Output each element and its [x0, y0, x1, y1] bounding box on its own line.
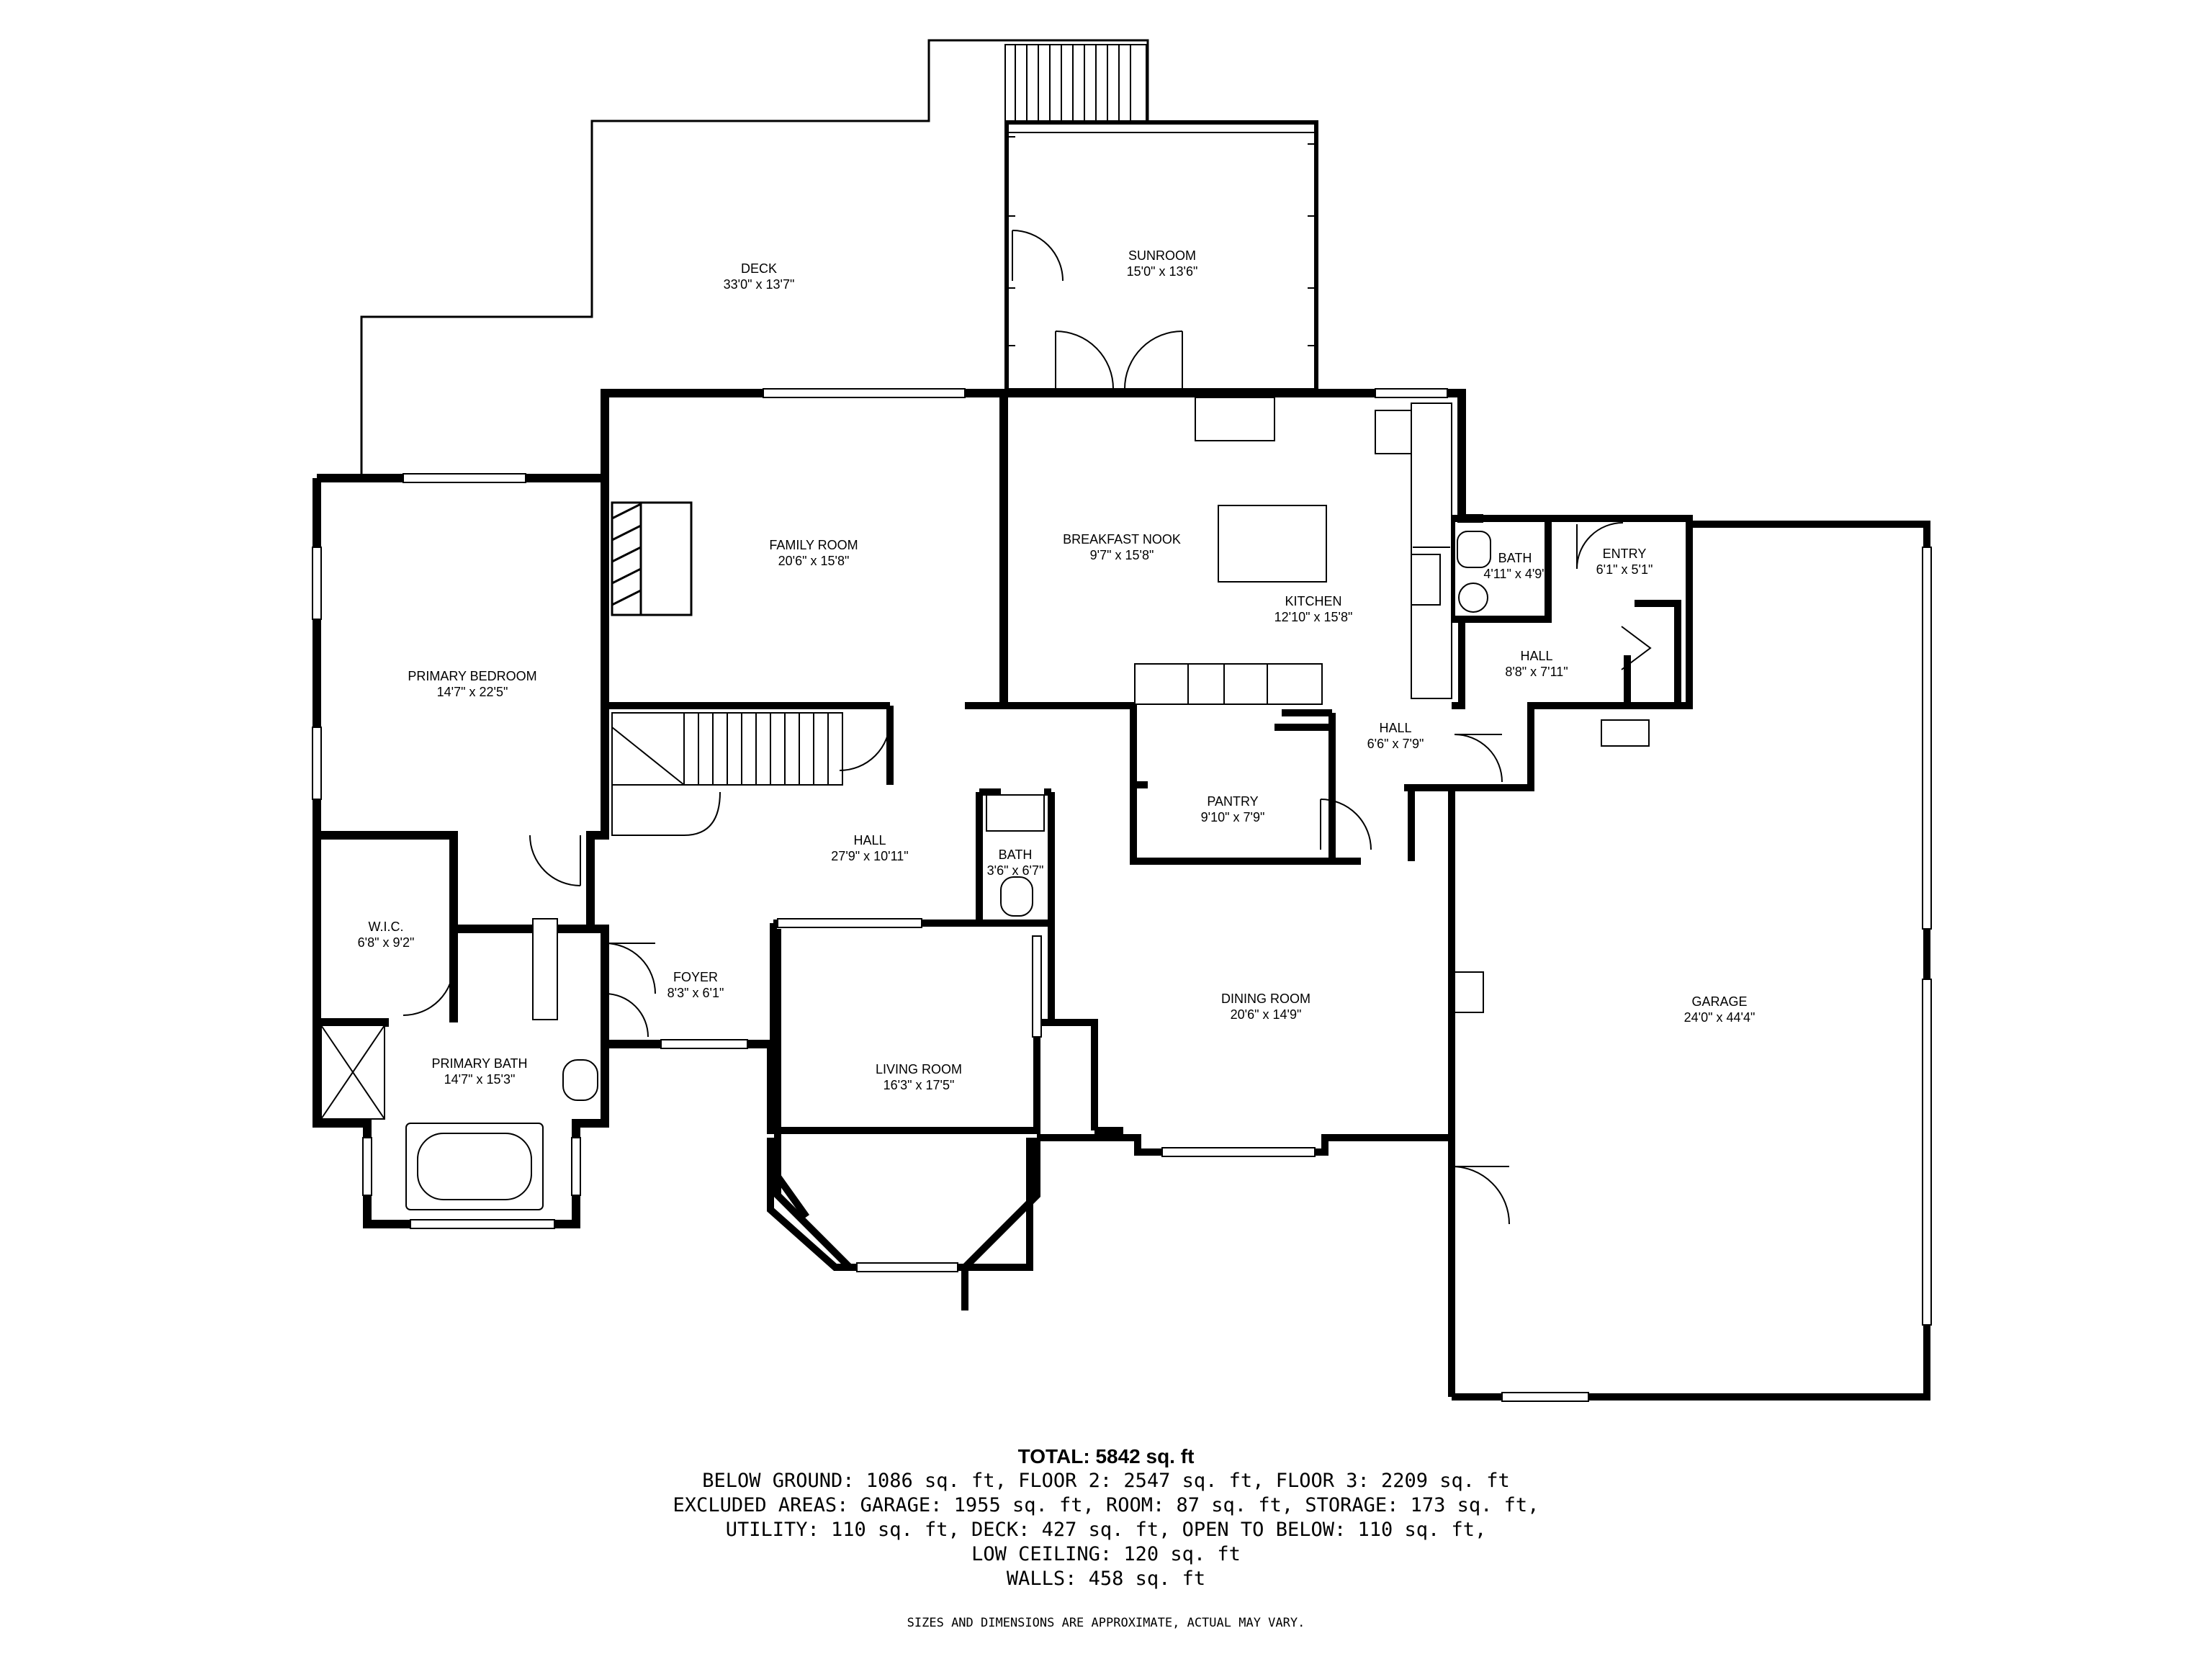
room-name: PANTRY — [1207, 794, 1259, 809]
interior-walls — [605, 515, 1930, 1401]
summary-line-1: BELOW GROUND: 1086 sq. ft, FLOOR 2: 2547… — [702, 1470, 1510, 1492]
room-bath-half: BATH 3'6" x 6'7" — [987, 847, 1044, 878]
room-kitchen: KITCHEN 12'10" x 15'8" — [1274, 593, 1353, 625]
room-dim: 27'9" x 10'11" — [831, 849, 909, 863]
room-pantry: PANTRY 9'10" x 7'9" — [1201, 793, 1265, 825]
room-name: ENTRY — [1602, 547, 1647, 561]
room-dim: 20'6" x 14'9" — [1230, 1007, 1302, 1022]
summary-line-2: EXCLUDED AREAS: GARAGE: 1955 sq. ft, ROO… — [673, 1494, 1539, 1516]
room-dim: 9'7" x 15'8" — [1089, 548, 1154, 562]
room-name: FOYER — [673, 970, 719, 984]
summary-line-4: LOW CEILING: 120 sq. ft — [971, 1543, 1241, 1565]
room-dim: 20'6" x 15'8" — [778, 554, 850, 568]
bath-fixtures — [320, 531, 1491, 1210]
room-foyer: FOYER 8'3" x 6'1" — [667, 969, 724, 1001]
room-dim: 14'7" x 22'5" — [436, 685, 508, 699]
room-hall-main: HALL 27'9" x 10'11" — [831, 832, 908, 864]
room-primary-bath: PRIMARY BATH 14'7" x 15'3" — [431, 1056, 527, 1087]
room-dim: 8'3" x 6'1" — [667, 986, 724, 1000]
room-bath-upper: BATH 4'11" x 4'9" — [1483, 550, 1546, 582]
summary-line-5: WALLS: 458 sq. ft — [1006, 1568, 1206, 1590]
room-name: BATH — [1498, 551, 1532, 565]
room-dim: 6'8" x 9'2" — [357, 935, 415, 950]
fireplace — [611, 501, 693, 616]
room-dining-room: DINING ROOM 20'6" x 14'9" — [1221, 991, 1310, 1022]
room-name: HALL — [1379, 721, 1412, 735]
room-dim: 16'3" x 17'5" — [883, 1078, 955, 1092]
interior-stairs — [611, 712, 843, 836]
room-wic: W.I.C. 6'8" x 9'2" — [358, 919, 415, 950]
room-dim: 14'7" x 15'3" — [444, 1072, 516, 1087]
room-name: HALL — [853, 833, 886, 848]
room-name: BATH — [998, 848, 1033, 862]
room-dim: 12'10" x 15'8" — [1274, 610, 1353, 624]
room-family-room: FAMILY ROOM 20'6" x 15'8" — [769, 537, 858, 569]
room-name: GARAGE — [1691, 994, 1748, 1009]
room-dim: 9'10" x 7'9" — [1200, 810, 1265, 824]
living-room-walls — [773, 920, 1040, 1271]
room-name: PRIMARY BEDROOM — [408, 669, 537, 683]
room-dim: 3'6" x 6'7" — [986, 863, 1044, 878]
area-summary: TOTAL: 5842 sq. ft BELOW GROUND: 1086 sq… — [0, 1444, 2212, 1591]
room-dim: 33'0" x 13'7" — [723, 277, 795, 292]
room-deck: DECK 33'0" x 13'7" — [724, 261, 795, 292]
room-dim: 4'11" x 4'9" — [1483, 567, 1547, 581]
room-primary-bedroom: PRIMARY BEDROOM 14'7" x 22'5" — [408, 668, 536, 700]
room-name: W.I.C. — [368, 920, 404, 934]
room-name: HALL — [1520, 649, 1553, 663]
room-name: PRIMARY BATH — [431, 1056, 528, 1071]
room-dim: 8'8" x 7'11" — [1505, 665, 1568, 679]
room-name: DECK — [740, 261, 777, 276]
windows — [312, 388, 1932, 1402]
kitchen-fixtures — [1134, 397, 1452, 705]
room-hall-kitchen: HALL 6'6" x 7'9" — [1367, 720, 1424, 752]
room-name: LIVING ROOM — [875, 1062, 963, 1076]
room-hall-east: HALL 8'8" x 7'11" — [1505, 648, 1568, 680]
room-entry: ENTRY 6'1" x 5'1" — [1596, 546, 1653, 577]
room-breakfast-nook: BREAKFAST NOOK 9'7" x 15'8" — [1063, 531, 1181, 563]
summary-line-3: UTILITY: 110 sq. ft, DECK: 427 sq. ft, O… — [725, 1519, 1487, 1541]
room-dim: 6'6" x 7'9" — [1367, 737, 1424, 751]
room-name: DINING ROOM — [1221, 992, 1310, 1006]
room-name: SUNROOM — [1128, 248, 1196, 263]
room-name: KITCHEN — [1285, 594, 1342, 608]
deck-outline — [360, 39, 1149, 475]
room-dim: 15'0" x 13'6" — [1126, 264, 1198, 279]
total-area: TOTAL: 5842 sq. ft — [1017, 1445, 1195, 1467]
deck-stairs — [1004, 44, 1147, 122]
room-name: FAMILY ROOM — [769, 538, 858, 552]
room-dim: 6'1" x 5'1" — [1596, 562, 1653, 577]
disclaimer: SIZES AND DIMENSIONS ARE APPROXIMATE, AC… — [907, 1616, 1305, 1630]
room-name: BREAKFAST NOOK — [1063, 532, 1181, 547]
room-living-room: LIVING ROOM 16'3" x 17'5" — [876, 1061, 962, 1093]
room-dim: 24'0" x 44'4" — [1683, 1010, 1755, 1025]
doors — [403, 522, 1652, 1225]
room-sunroom: SUNROOM 15'0" x 13'6" — [1127, 248, 1198, 279]
room-garage: GARAGE 24'0" x 44'4" — [1684, 994, 1755, 1025]
